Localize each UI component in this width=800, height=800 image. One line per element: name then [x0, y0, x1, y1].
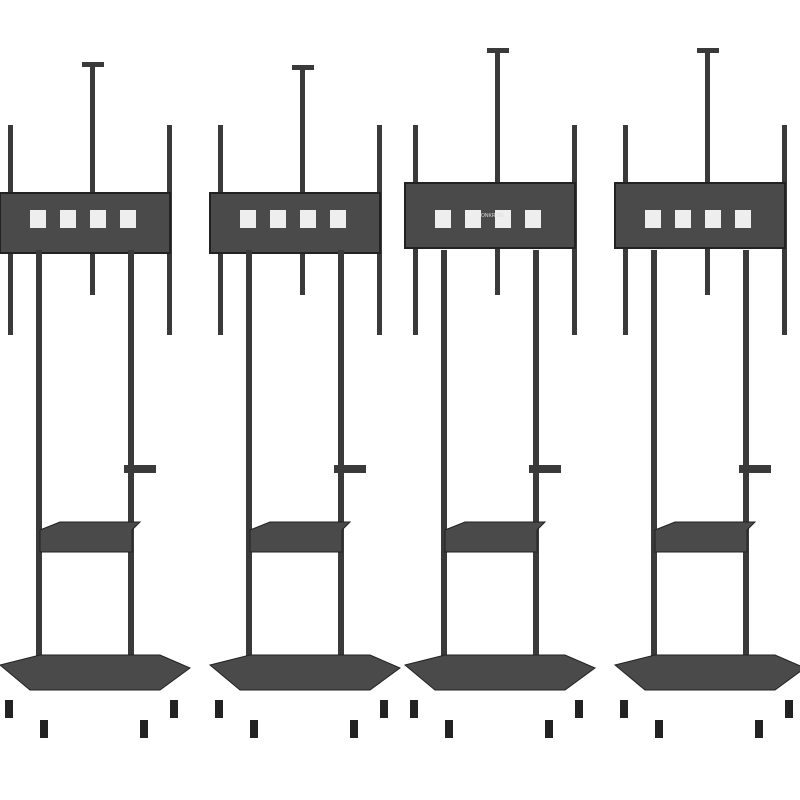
caster-wheel	[350, 720, 358, 738]
base	[208, 654, 401, 691]
plate-slot	[465, 210, 481, 228]
tv-stand: ONKRON	[403, 48, 596, 738]
caster-wheel	[215, 700, 223, 718]
caster-wheel	[785, 700, 793, 718]
center-mast	[705, 48, 710, 295]
plate-slot	[60, 210, 76, 228]
caster-wheel	[170, 700, 178, 718]
mounting-plate	[404, 182, 576, 249]
camera-shelf	[334, 465, 366, 473]
av-shelf	[39, 521, 142, 553]
tv-stand	[208, 65, 401, 738]
upright-left	[651, 250, 657, 670]
base	[403, 654, 596, 691]
av-shelf	[654, 521, 757, 553]
upright-left	[246, 250, 252, 670]
caster-wheel	[410, 700, 418, 718]
plate-slot	[300, 210, 316, 228]
plate-slot	[30, 210, 46, 228]
center-mast	[90, 62, 95, 295]
center-mast	[495, 48, 500, 295]
caster-wheel	[445, 720, 453, 738]
plate-slot	[435, 210, 451, 228]
camera-shelf	[739, 465, 771, 473]
caster-wheel	[655, 720, 663, 738]
caster-wheel	[575, 700, 583, 718]
plate-slot	[90, 210, 106, 228]
caster-wheel	[250, 720, 258, 738]
av-shelf	[249, 521, 352, 553]
upright-right	[743, 250, 749, 670]
plate-slot	[240, 210, 256, 228]
upright-right	[338, 250, 344, 670]
plate-slot	[330, 210, 346, 228]
mounting-plate	[209, 192, 381, 254]
upright-right	[128, 250, 134, 670]
plate-slot	[525, 210, 541, 228]
base	[613, 654, 800, 691]
caster-wheel	[620, 700, 628, 718]
plate-slot	[495, 210, 511, 228]
plate-slot	[735, 210, 751, 228]
plate-slot	[645, 210, 661, 228]
upright-left	[441, 250, 447, 670]
caster-wheel	[40, 720, 48, 738]
caster-wheel	[5, 700, 13, 718]
tv-stand	[613, 48, 800, 738]
mounting-plate	[614, 182, 786, 249]
caster-wheel	[755, 720, 763, 738]
tv-stand	[0, 62, 191, 738]
upright-left	[36, 250, 42, 670]
camera-shelf	[124, 465, 156, 473]
plate-slot	[675, 210, 691, 228]
camera-shelf	[529, 465, 561, 473]
plate-slot	[705, 210, 721, 228]
plate-slot	[270, 210, 286, 228]
base	[0, 654, 191, 691]
caster-wheel	[140, 720, 148, 738]
caster-wheel	[380, 700, 388, 718]
av-shelf	[444, 521, 547, 553]
caster-wheel	[545, 720, 553, 738]
brand-logo: ONKRON	[481, 213, 503, 219]
mounting-plate	[0, 192, 171, 254]
center-mast	[300, 65, 305, 295]
plate-slot	[120, 210, 136, 228]
upright-right	[533, 250, 539, 670]
